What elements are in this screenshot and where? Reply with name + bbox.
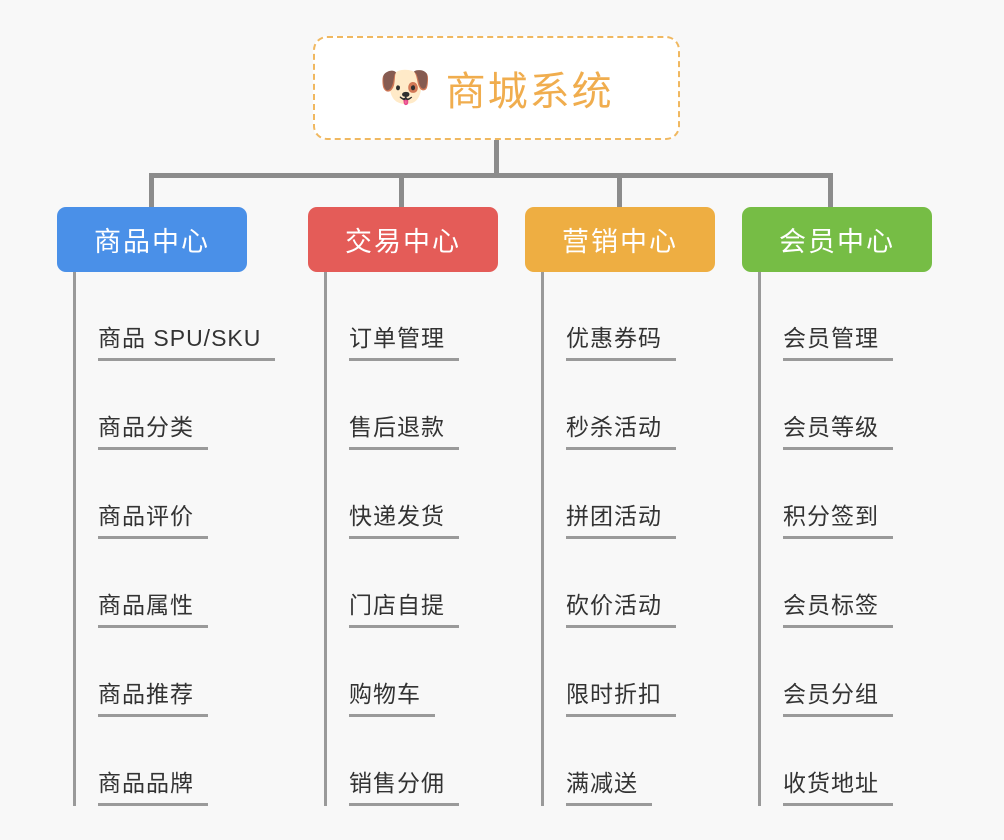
branch-column-2: 交易中心 订单管理 售后退款 快递发货 门店自提 购物车 销售分佣	[308, 207, 498, 806]
branch-items-3: 优惠券码 秒杀活动 拼团活动 砍价活动 限时折扣 满减送	[541, 272, 715, 806]
branch-title-1: 商品中心	[94, 227, 210, 257]
branch-items-2: 订单管理 售后退款 快递发货 门店自提 购物车 销售分佣	[324, 272, 498, 806]
list-item-label: 积分签到	[783, 497, 893, 539]
dog-face-icon: 🐶	[379, 63, 432, 110]
branch-title-2: 交易中心	[345, 227, 461, 257]
connector-drop-4	[828, 173, 833, 209]
list-item[interactable]: 商品品牌	[76, 717, 247, 806]
list-item[interactable]: 秒杀活动	[544, 361, 715, 450]
list-item[interactable]: 会员标签	[761, 539, 932, 628]
list-item[interactable]: 优惠券码	[544, 272, 715, 361]
list-item-label: 会员等级	[783, 408, 893, 450]
list-item[interactable]: 收货地址	[761, 717, 932, 806]
connector-drop-3	[617, 173, 622, 209]
list-item-label: 商品 SPU/SKU	[98, 319, 276, 361]
branch-header-1[interactable]: 商品中心	[57, 207, 247, 272]
branch-header-4[interactable]: 会员中心	[742, 207, 932, 272]
list-item[interactable]: 会员管理	[761, 272, 932, 361]
list-item-label: 限时折扣	[566, 675, 676, 717]
list-item-label: 订单管理	[349, 319, 459, 361]
list-item-label: 购物车	[349, 675, 435, 717]
list-item-label: 商品评价	[98, 497, 208, 539]
branch-header-3[interactable]: 营销中心	[525, 207, 715, 272]
list-item[interactable]: 会员分组	[761, 628, 932, 717]
list-item-label: 拼团活动	[566, 497, 676, 539]
list-item[interactable]: 限时折扣	[544, 628, 715, 717]
list-item[interactable]: 门店自提	[327, 539, 498, 628]
list-item-label: 砍价活动	[566, 586, 676, 628]
branch-items-4: 会员管理 会员等级 积分签到 会员标签 会员分组 收货地址	[758, 272, 932, 806]
list-item-label: 商品推荐	[98, 675, 208, 717]
list-item[interactable]: 商品属性	[76, 539, 247, 628]
list-item-label: 收货地址	[783, 764, 893, 806]
list-item[interactable]: 商品推荐	[76, 628, 247, 717]
connector-root-stem	[494, 140, 499, 177]
list-item[interactable]: 砍价活动	[544, 539, 715, 628]
list-item[interactable]: 满减送	[544, 717, 715, 806]
list-item-label: 商品品牌	[98, 764, 208, 806]
list-item[interactable]: 商品 SPU/SKU	[76, 272, 276, 361]
list-item-label: 会员分组	[783, 675, 893, 717]
list-item[interactable]: 积分签到	[761, 450, 932, 539]
list-item-label: 会员管理	[783, 319, 893, 361]
list-item-label: 商品属性	[98, 586, 208, 628]
list-item[interactable]: 销售分佣	[327, 717, 498, 806]
list-item-label: 销售分佣	[349, 764, 459, 806]
branch-title-4: 会员中心	[779, 227, 895, 257]
list-item[interactable]: 快递发货	[327, 450, 498, 539]
branch-items-1: 商品 SPU/SKU 商品分类 商品评价 商品属性 商品推荐 商品品牌	[73, 272, 276, 806]
list-item[interactable]: 订单管理	[327, 272, 498, 361]
branch-title-3: 营销中心	[562, 227, 678, 257]
branch-header-2[interactable]: 交易中心	[308, 207, 498, 272]
list-item[interactable]: 购物车	[327, 628, 498, 717]
root-node[interactable]: 🐶 商城系统	[313, 36, 680, 140]
list-item-label: 门店自提	[349, 586, 459, 628]
connector-drop-2	[399, 173, 404, 209]
list-item-label: 售后退款	[349, 408, 459, 450]
list-item[interactable]: 会员等级	[761, 361, 932, 450]
list-item[interactable]: 商品评价	[76, 450, 247, 539]
list-item-label: 满减送	[566, 764, 652, 806]
branch-column-4: 会员中心 会员管理 会员等级 积分签到 会员标签 会员分组 收货地址	[742, 207, 932, 806]
list-item-label: 秒杀活动	[566, 408, 676, 450]
connector-horizontal-bar	[149, 173, 833, 178]
list-item-label: 会员标签	[783, 586, 893, 628]
list-item-label: 快递发货	[349, 497, 459, 539]
list-item[interactable]: 商品分类	[76, 361, 247, 450]
branch-column-3: 营销中心 优惠券码 秒杀活动 拼团活动 砍价活动 限时折扣 满减送	[525, 207, 715, 806]
connector-drop-1	[149, 173, 154, 209]
branch-column-1: 商品中心 商品 SPU/SKU 商品分类 商品评价 商品属性 商品推荐 商品品牌	[57, 207, 276, 806]
root-title: 商城系统	[445, 70, 614, 114]
list-item[interactable]: 售后退款	[327, 361, 498, 450]
list-item-label: 商品分类	[98, 408, 208, 450]
list-item[interactable]: 拼团活动	[544, 450, 715, 539]
list-item-label: 优惠券码	[566, 319, 676, 361]
